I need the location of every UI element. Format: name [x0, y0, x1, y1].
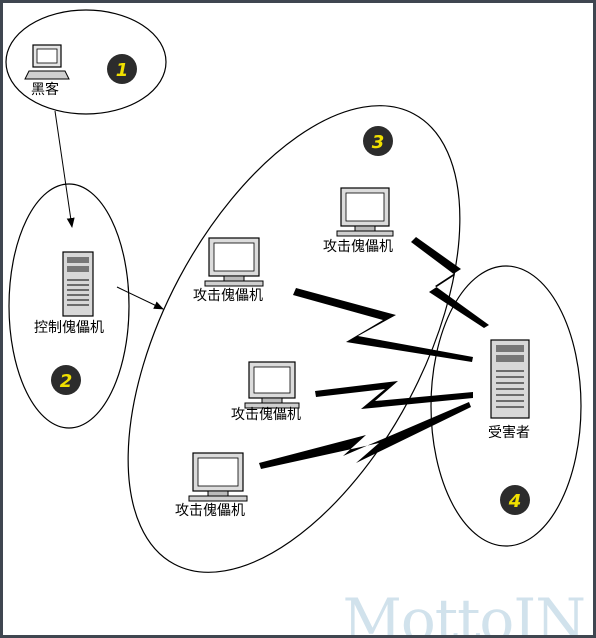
- zone-3-ellipse: [127, 105, 461, 573]
- zone-badge-2-number: 2: [60, 371, 73, 392]
- zone-badge-1: 1: [107, 54, 137, 84]
- server-icon-master: [62, 251, 94, 317]
- monitor-icon-zombie-4: [188, 452, 248, 502]
- attack-bolt-3: [315, 381, 473, 409]
- label-zombie-3: 攻击傀儡机: [231, 407, 301, 423]
- zone-1-ellipse: [5, 9, 167, 115]
- laptop-icon: [24, 44, 70, 80]
- monitor-icon-zombie-3: [244, 361, 300, 409]
- monitor-icon-zombie-2: [204, 237, 264, 287]
- label-victim: 受害者: [488, 425, 530, 441]
- zone-badge-3-number: 3: [372, 132, 385, 153]
- label-master: 控制傀儡机: [34, 320, 104, 336]
- zone-badge-1-number: 1: [116, 60, 129, 81]
- zone-badge-2: 2: [51, 365, 81, 395]
- zone-badge-4: 4: [500, 485, 530, 515]
- label-zombie-4: 攻击傀儡机: [175, 503, 245, 519]
- label-hacker: 黑客: [31, 82, 59, 98]
- zone-4-ellipse: [430, 265, 582, 547]
- attack-bolt-2: [293, 288, 473, 362]
- arrow-hacker-to-master: [54, 110, 75, 228]
- zone-badge-4-number: 4: [508, 491, 522, 512]
- zone-badge-3: 3: [363, 126, 393, 156]
- watermark: MottoIN: [342, 586, 586, 638]
- attack-bolt-1: [411, 237, 489, 328]
- attack-bolt-4: [259, 402, 471, 469]
- arrow-master-to-zombies: [116, 286, 164, 310]
- server-icon-victim: [490, 339, 530, 419]
- zone-2-ellipse: [8, 183, 130, 429]
- label-zombie-1: 攻击傀儡机: [323, 239, 393, 255]
- monitor-icon-zombie-1: [336, 187, 394, 237]
- label-zombie-2: 攻击傀儡机: [193, 288, 263, 304]
- diagram-canvas: 1 2 3 4: [5, 9, 582, 573]
